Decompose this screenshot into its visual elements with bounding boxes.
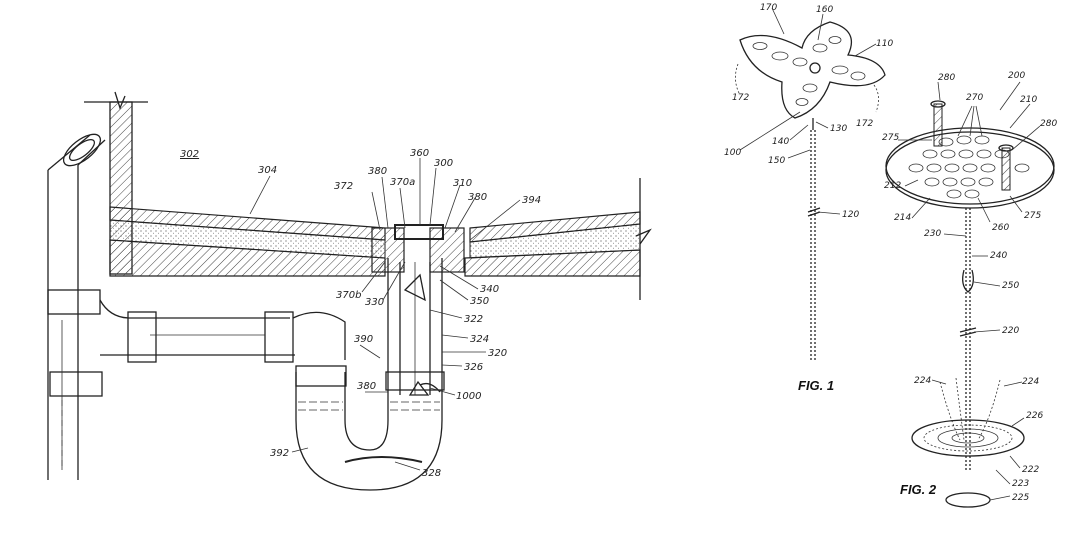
ref-330: 330 [365, 297, 384, 308]
ref-280a: 280 [938, 73, 955, 83]
ref-392: 392 [270, 448, 289, 459]
fig1-caption: FIG. 1 [798, 378, 834, 393]
ref-210: 210 [1020, 95, 1037, 105]
ref-100: 100 [724, 148, 741, 158]
ref-172a: 172 [732, 93, 749, 103]
ref-222: 222 [1022, 465, 1039, 475]
ref-225: 225 [1012, 493, 1029, 503]
fig1-fig2-drawing: 170 160 110 172 172 100 140 130 150 120 … [724, 3, 1057, 508]
ref-120: 120 [842, 210, 859, 220]
ref-212: 212 [884, 181, 901, 191]
drain-cross-section-figure: 302 304 372 380 370a 360 300 310 380 394… [47, 91, 652, 491]
ref-140: 140 [772, 137, 789, 147]
fig2-round-strainer [885, 81, 1055, 508]
ref-324: 324 [470, 334, 489, 345]
ref-224b: 224 [1022, 377, 1039, 387]
ref-260: 260 [992, 223, 1009, 233]
ref-275b: 275 [1024, 211, 1041, 221]
ref-304: 304 [258, 165, 277, 176]
drain-assembly [371, 224, 465, 396]
ref-223: 223 [1012, 479, 1029, 489]
ref-380: 380 [368, 166, 387, 177]
ref-370a: 370a [390, 177, 415, 188]
ref-322: 322 [464, 314, 483, 325]
drain-arm-pipe [99, 299, 346, 363]
ref-110: 110 [876, 39, 893, 49]
ref-1000: 1000 [456, 391, 481, 402]
u-trap [295, 365, 445, 491]
leader-lines [249, 158, 521, 471]
ref-230: 230 [924, 229, 941, 239]
ref-328: 328 [422, 468, 441, 479]
ref-394: 394 [522, 195, 541, 206]
ref-380c: 380 [357, 381, 376, 392]
ref-150: 150 [768, 156, 785, 166]
ref-172b: 172 [856, 119, 873, 129]
drain-cross-section-drawing: 302 304 372 380 370a 360 300 310 380 394… [47, 91, 652, 491]
ref-372: 372 [334, 181, 353, 192]
ref-390: 390 [354, 334, 373, 345]
ref-302: 302 [180, 149, 199, 160]
ref-370b: 370b [336, 290, 361, 301]
ref-270: 270 [966, 93, 983, 103]
fig2-caption: FIG. 2 [900, 482, 937, 497]
floor-slab [109, 178, 652, 300]
ref-250: 250 [1002, 281, 1019, 291]
ref-280b: 280 [1040, 119, 1057, 129]
ref-170: 170 [760, 3, 777, 13]
ref-360: 360 [410, 148, 429, 159]
ref-320: 320 [488, 348, 507, 359]
ref-220: 220 [1002, 326, 1019, 336]
ref-224a: 224 [914, 376, 931, 386]
ref-350: 350 [470, 296, 489, 307]
fig1-flower-strainer [735, 7, 886, 360]
screw-left [930, 100, 946, 147]
ref-240: 240 [990, 251, 1007, 261]
screw-right [998, 144, 1014, 191]
ref-130: 130 [830, 124, 847, 134]
fig1-fig2-panel: 170 160 110 172 172 100 140 130 150 120 … [710, 0, 1080, 537]
ref-326: 326 [464, 362, 483, 373]
ref-160: 160 [816, 5, 833, 15]
ref-226: 226 [1026, 411, 1043, 421]
ref-300: 300 [434, 158, 453, 169]
ref-340: 340 [480, 284, 499, 295]
vent-pipe [47, 133, 106, 480]
ref-310: 310 [453, 178, 472, 189]
ref-380b: 380 [468, 192, 487, 203]
ref-200: 200 [1008, 71, 1025, 81]
ref-275a: 275 [882, 133, 899, 143]
ref-214: 214 [894, 213, 911, 223]
